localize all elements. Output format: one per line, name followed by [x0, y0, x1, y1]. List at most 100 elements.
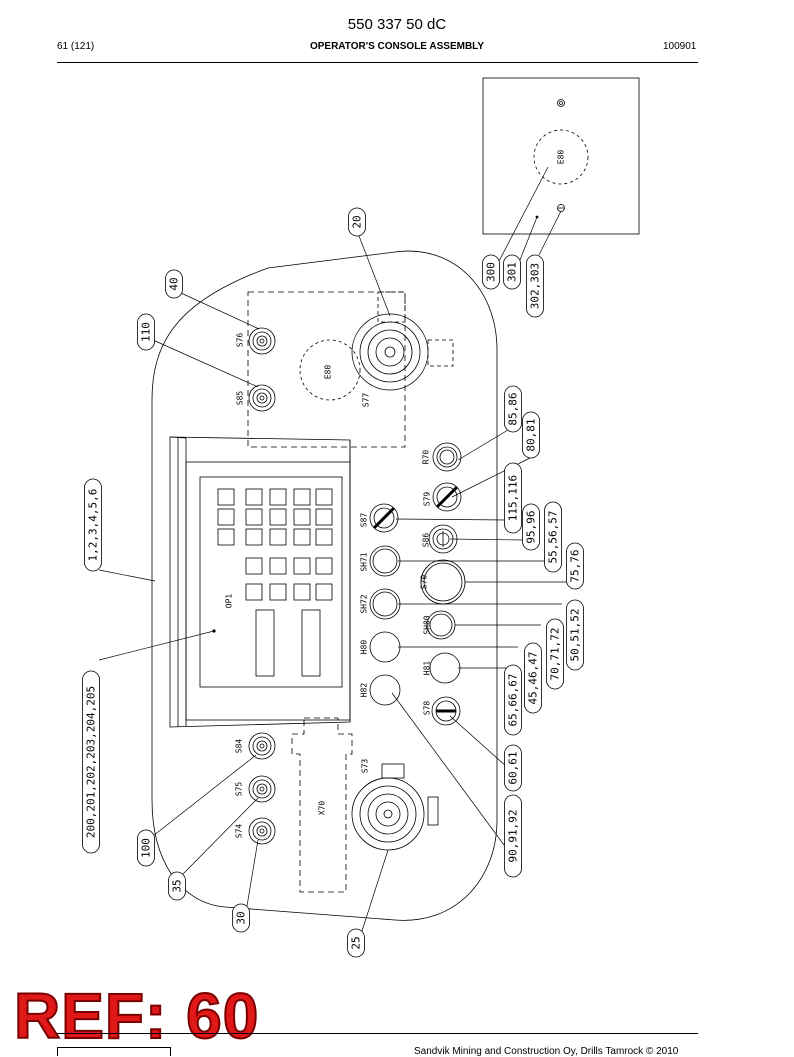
component-label-h82: H82 [360, 683, 369, 698]
component-label-s85: S85 [236, 391, 245, 406]
callout-bubble [524, 642, 542, 714]
ref-stamp: REF: 60 [13, 980, 260, 1052]
callout-bubble [165, 269, 183, 299]
callout-bubble [347, 928, 365, 958]
op1-key [269, 583, 287, 601]
callout-layer: 20401101,2,3,4,5,6200,201,202,203,204,20… [82, 207, 584, 958]
footer-rule [57, 1033, 698, 1034]
console-outline [151, 250, 498, 921]
callout-label: 1,2,3,4,5,6 [87, 489, 100, 562]
component-label-h80: H80 [360, 640, 369, 655]
callout-bubble [482, 254, 500, 290]
component-label-s77: S77 [362, 393, 371, 408]
component-label-s78: S78 [423, 701, 432, 716]
component-label-x70: X70 [318, 801, 327, 816]
s73-side-block [427, 796, 439, 826]
component-label-s76: S76 [236, 333, 245, 348]
op1-key [245, 557, 263, 575]
component-label-s86: S86 [422, 533, 431, 548]
callout-label: 50,51,52 [569, 609, 582, 662]
callout-bubble [504, 744, 522, 792]
callout-label: 55,56,57 [547, 511, 560, 564]
s84-switch [248, 732, 276, 760]
callout-label: 70,71,72 [549, 628, 562, 681]
h81-lamp [429, 652, 461, 684]
op1-key [293, 488, 311, 506]
s73-top-block [381, 763, 405, 779]
component-label-h81: H81 [423, 661, 432, 676]
callout-bubble [82, 670, 100, 854]
component-label-s79: S79 [423, 492, 432, 507]
op1-key [293, 528, 311, 546]
callout-bubble [137, 313, 155, 351]
op1-bar-left [255, 609, 275, 677]
callout-bubble [503, 254, 521, 290]
s85-switch [248, 384, 276, 412]
callout-label: 35 [171, 879, 184, 892]
s75-switch [248, 775, 276, 803]
component-label-s87: S87 [360, 513, 369, 528]
component-label-sh72: SH72 [360, 594, 369, 613]
op1-key [315, 528, 333, 546]
s77-joystick [351, 313, 429, 391]
component-label-s70: S70 [420, 575, 429, 590]
op1-key [217, 488, 235, 506]
callout-label: 30 [235, 911, 248, 924]
sandvik-logo [57, 1047, 171, 1056]
op1-key [217, 508, 235, 526]
callout-bubble [544, 501, 562, 573]
component-label-s73: S73 [361, 759, 370, 774]
callout-label: 75,76 [569, 549, 582, 582]
s78-key-switch [431, 696, 461, 726]
callout-label: 90,91,92 [507, 810, 520, 863]
op1-key [245, 488, 263, 506]
callout-bubble [566, 542, 584, 590]
callout-label: 200,201,202,203,204,205 [85, 686, 98, 838]
op1-keypad [217, 488, 333, 601]
component-label-s84: S84 [235, 739, 244, 754]
e80-detail-panel [482, 77, 640, 235]
op1-key [245, 508, 263, 526]
s76-switch [248, 327, 276, 355]
callout-label: 301 [506, 262, 519, 282]
s77-bracket-dashed [377, 291, 406, 323]
callout-bubble [504, 664, 522, 736]
callout-bubble [137, 829, 155, 867]
footer-copyright: Sandvik Mining and Construction Oy, Dril… [414, 1046, 679, 1057]
op1-key [245, 528, 263, 546]
callout-label: 115,116 [507, 475, 520, 521]
component-label-e80-panel: E80 [557, 150, 566, 165]
s77-housing-dashed [247, 291, 406, 448]
callout-bubble [504, 794, 522, 878]
callout-label: 60,61 [507, 751, 520, 784]
op1-key [269, 508, 287, 526]
callout-label: 40 [168, 277, 181, 290]
callout-bubble [84, 478, 102, 572]
s87-key-switch [369, 503, 399, 533]
x70-dashed-connector [291, 717, 353, 893]
h80-lamp [369, 631, 401, 663]
e80-bottom-screw [557, 204, 565, 212]
callout-bubble [232, 903, 250, 933]
callout-label: 85,86 [507, 392, 520, 425]
e80-top-screw [557, 99, 565, 107]
h82-lamp [369, 674, 401, 706]
callout-bubble [348, 207, 366, 237]
op1-bar-right [301, 609, 321, 677]
callout-label: 100 [140, 838, 153, 858]
op1-key [269, 557, 287, 575]
op1-key [293, 557, 311, 575]
s79-key-switch [432, 482, 462, 512]
page-reference: 61 (121) [57, 41, 95, 52]
sh71-button [369, 545, 401, 577]
callout-label: 20 [351, 215, 364, 228]
r70-potentiometer [432, 442, 462, 472]
s73-joystick [351, 777, 425, 851]
op1-key [245, 583, 263, 601]
op1-key [315, 557, 333, 575]
component-label-op1: OP1 [225, 594, 234, 609]
callout-label: 45,46,47 [527, 652, 540, 705]
callout-bubble [526, 254, 544, 318]
